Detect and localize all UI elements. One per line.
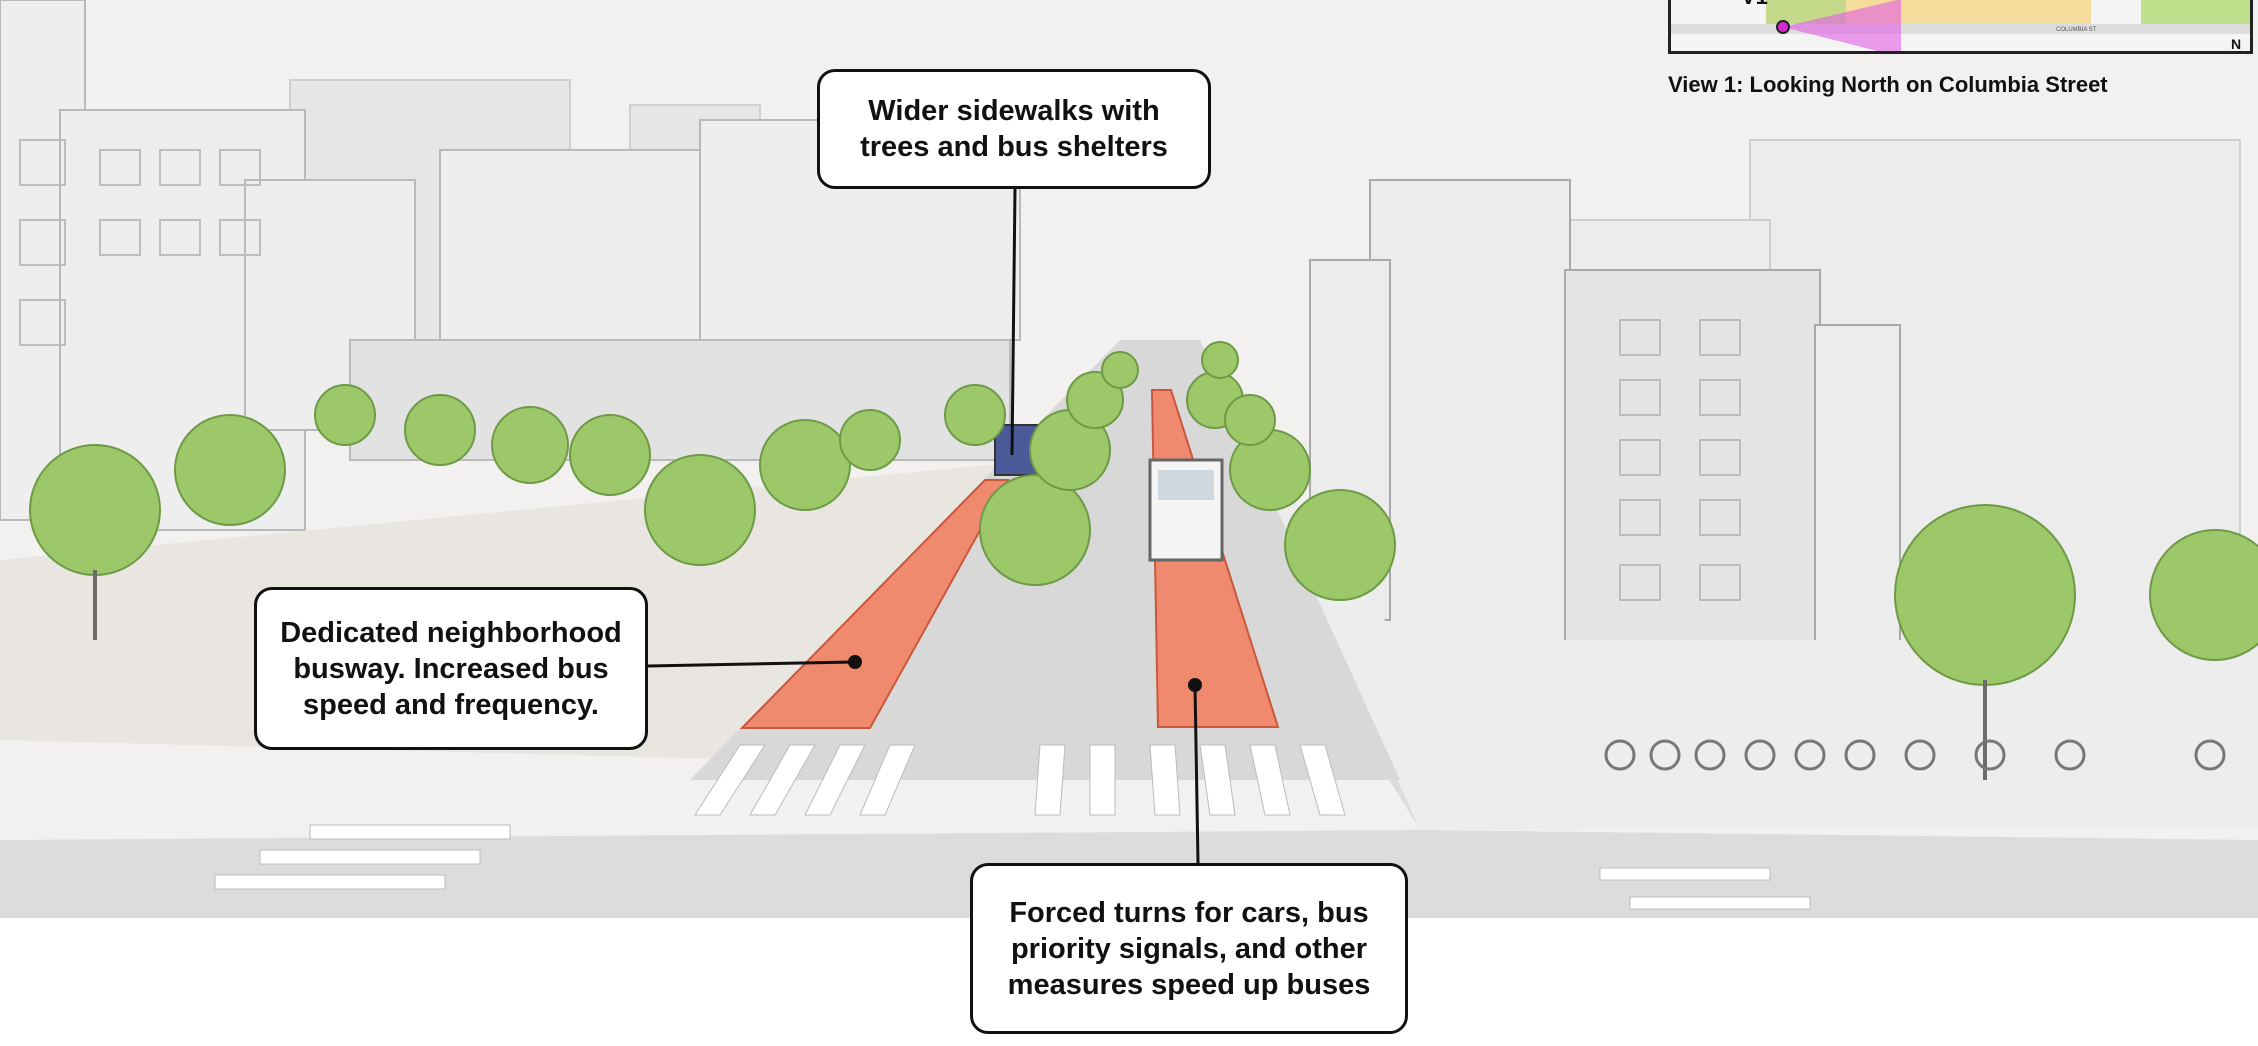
callout-busway: Dedicated neighborhood busway. Increased… (254, 587, 648, 750)
north-arrow-icon: N (2231, 36, 2241, 52)
roadway (0, 340, 2258, 918)
callout-sidewalks-text: Wider sidewalks with trees and bus shelt… (860, 95, 1168, 163)
callout-forced-turns-text: Forced turns for cars, bus priority sign… (1007, 896, 1371, 1001)
right-buildings (1309, 179, 1901, 681)
bike-share (1604, 739, 2226, 771)
trees (29, 341, 2258, 686)
view-caption: View 1: Looking North on Columbia Street (1668, 72, 2108, 97)
right-sidewalk (1240, 430, 2258, 830)
tree-trunks (93, 570, 1987, 780)
callout-leaders (647, 188, 1200, 864)
view-marker-label: V1 (1741, 0, 1768, 9)
busway-marker-dot (848, 655, 862, 669)
crosswalk (214, 744, 1811, 910)
turns-marker-dot (1188, 678, 1202, 692)
street-label: COLUMBIA ST (2056, 27, 2097, 33)
left-bus-lane (739, 479, 1010, 729)
callout-sidewalks: Wider sidewalks with trees and bus shelt… (817, 69, 1211, 189)
key-map: COLUMBIA ST N V1 (1668, 0, 2253, 54)
key-map-drawing: COLUMBIA ST N V1 (1671, 0, 2250, 52)
windows (19, 139, 1741, 601)
callout-forced-turns: Forced turns for cars, bus priority sign… (970, 863, 1408, 1034)
view-marker-icon (1776, 20, 1790, 34)
callout-busway-text: Dedicated neighborhood busway. Increased… (280, 616, 622, 721)
